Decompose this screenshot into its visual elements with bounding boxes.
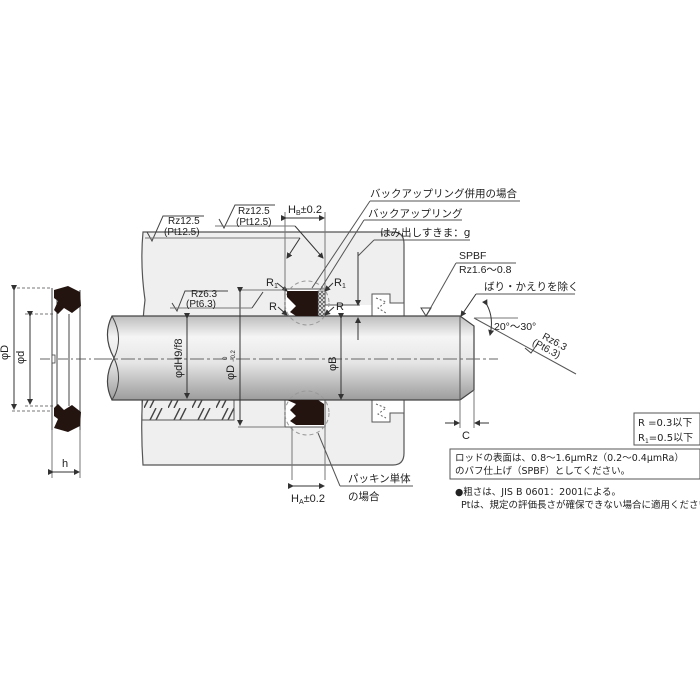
svg-text:ばり・かえりを除く: ばり・かえりを除く xyxy=(484,280,579,293)
footnote: ●粗さは、JIS B 0601：2001による。 Ptは、規定の評価長さが確保で… xyxy=(455,486,700,511)
svg-text:(Pt12.5): (Pt12.5) xyxy=(236,217,272,228)
svg-text:ロッドの表面は、0.8〜1.6μmRz（0.2〜0.4μmR: ロッドの表面は、0.8〜1.6μmRz（0.2〜0.4μmRa） xyxy=(455,452,684,464)
radius-note: R =0.3以下 R1=0.5以下 xyxy=(633,412,700,446)
svg-text:はみ出しすきま：g: はみ出しすきま：g xyxy=(380,226,470,239)
dim-phi-d: φd xyxy=(15,351,27,364)
callout-backup-ring: バックアップリング xyxy=(319,207,463,291)
svg-text:0: 0 xyxy=(223,356,229,360)
callout-backup-combined: バックアップリング併用の場合 xyxy=(311,187,520,289)
label-r-right: R xyxy=(336,301,344,313)
svg-text:φD: φD xyxy=(225,365,237,380)
svg-text:Rz6.3: Rz6.3 xyxy=(191,289,218,300)
svg-text:Rz1.6〜0.8: Rz1.6〜0.8 xyxy=(459,264,512,276)
roughness-groove: Rz6.3 (Pt6.3) xyxy=(170,289,264,313)
dim-phi-D: φD xyxy=(0,345,11,360)
svg-text:20°〜30°: 20°〜30° xyxy=(494,321,536,333)
dim-rod-dh9f8: φdH9/f8 xyxy=(173,338,185,378)
svg-text:R =0.3以下: R =0.3以下 xyxy=(638,418,692,429)
callout-deburr: ばり・かえりを除く xyxy=(460,280,579,317)
callout-extrusion-gap: はみ出しすきま：g xyxy=(357,226,470,257)
svg-text:のバフ仕上げ（SPBF）としてください。: のバフ仕上げ（SPBF）としてください。 xyxy=(455,465,630,477)
surface-note: ロッドの表面は、0.8〜1.6μmRz（0.2〜0.4μmRa） のバフ仕上げ（… xyxy=(449,448,700,480)
seal-cross-section: φD φd h xyxy=(0,285,100,478)
dim-groove-D: φD 0 −0.2 xyxy=(223,349,237,380)
chamfer-angle: 20°〜30° xyxy=(474,299,536,336)
svg-text:SPBF: SPBF xyxy=(459,250,486,262)
svg-text:Ptは、規定の評価長さが確保できない場合に適用ください。: Ptは、規定の評価長さが確保できない場合に適用ください。 xyxy=(461,499,700,511)
dim-bore-B: φB xyxy=(327,357,339,371)
dim-ha: HA±0.2 xyxy=(291,493,325,506)
svg-text:パッキン単体: パッキン単体 xyxy=(348,472,411,485)
svg-text:Rz12.5: Rz12.5 xyxy=(238,206,270,217)
label-r-left: R xyxy=(269,301,277,313)
svg-text:(Pt6.3): (Pt6.3) xyxy=(186,299,216,310)
bushing-hatch xyxy=(141,399,235,421)
wiper-pocket xyxy=(371,293,405,423)
svg-text:バックアップリング併用の場合: バックアップリング併用の場合 xyxy=(370,187,517,200)
svg-text:C: C xyxy=(462,430,470,442)
seal-top-profile xyxy=(54,286,81,314)
svg-text:の場合: の場合 xyxy=(348,490,380,503)
svg-text:−0.2: −0.2 xyxy=(231,349,237,362)
label-r1-right: R1 xyxy=(334,277,346,290)
svg-text:R1=0.5以下: R1=0.5以下 xyxy=(638,433,693,445)
callout-packing-single: パッキン単体 の場合 xyxy=(317,432,413,503)
roughness-mid-top: Rz12.5 (Pt12.5) xyxy=(215,204,324,259)
svg-text:(Pt12.5): (Pt12.5) xyxy=(164,227,200,238)
svg-text:バックアップリング: バックアップリング xyxy=(368,207,463,220)
svg-text:Rz12.5: Rz12.5 xyxy=(168,216,200,227)
backup-ring xyxy=(317,290,326,317)
dim-h: h xyxy=(62,458,68,470)
callout-spbf: SPBF Rz1.6〜0.8 xyxy=(420,250,516,317)
chamfer-dim: C xyxy=(445,390,489,442)
installed-seal-bottom xyxy=(284,390,330,436)
installed-seal-top xyxy=(284,280,330,326)
roughness-left-top: Rz12.5 (Pt12.5) xyxy=(145,215,301,259)
seal-bottom-profile xyxy=(54,404,81,432)
label-r1-left: R1 xyxy=(266,277,278,290)
svg-text:●粗さは、JIS B 0601：2001による。: ●粗さは、JIS B 0601：2001による。 xyxy=(455,486,621,498)
dim-hb: HB±0.2 xyxy=(288,204,322,217)
rod xyxy=(106,315,475,401)
